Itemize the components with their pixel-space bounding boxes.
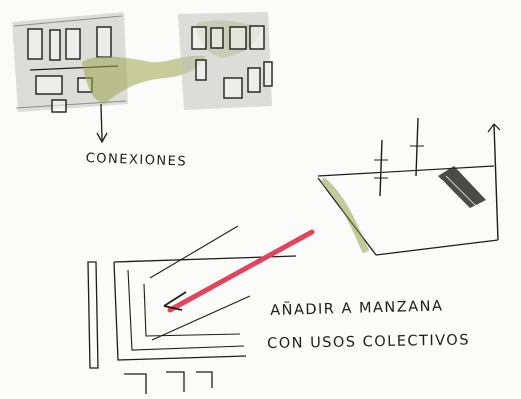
connections-arrow — [96, 103, 108, 144]
block-right — [178, 12, 273, 110]
perspective-courtyard — [317, 117, 501, 256]
block-left — [12, 12, 128, 113]
plan-diagram — [87, 225, 315, 394]
